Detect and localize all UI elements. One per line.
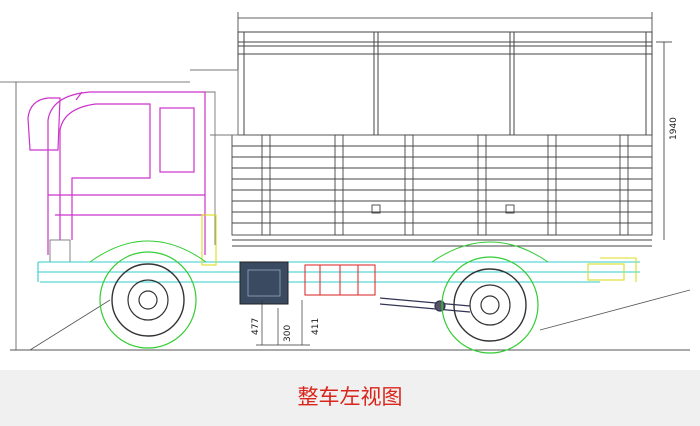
cargo-box bbox=[231, 134, 653, 247]
truck-side-view-drawing: 1940 bbox=[0, 12, 691, 354]
dim-411-label: 411 bbox=[311, 318, 321, 335]
cab-frame bbox=[49, 69, 239, 263]
cab-outline bbox=[27, 91, 206, 255]
wheel-arches bbox=[89, 240, 549, 263]
caption-bar: 整车左视图 bbox=[0, 370, 700, 426]
body-height-label: 1940 bbox=[669, 117, 679, 140]
red-parts bbox=[304, 264, 376, 296]
rear-wheel bbox=[441, 256, 539, 354]
yellow-parts bbox=[201, 214, 637, 282]
slope-right bbox=[539, 289, 691, 331]
diagram-caption: 整车左视图 bbox=[297, 385, 403, 409]
cargo-rack bbox=[237, 31, 653, 135]
drive-shaft bbox=[379, 297, 471, 313]
gearbox bbox=[239, 261, 289, 305]
lower-dimensions bbox=[256, 300, 310, 346]
dim-300-label: 300 bbox=[283, 325, 293, 342]
slope-left bbox=[29, 299, 111, 351]
dim-477-label: 477 bbox=[251, 318, 261, 335]
front-wheel bbox=[99, 251, 197, 349]
